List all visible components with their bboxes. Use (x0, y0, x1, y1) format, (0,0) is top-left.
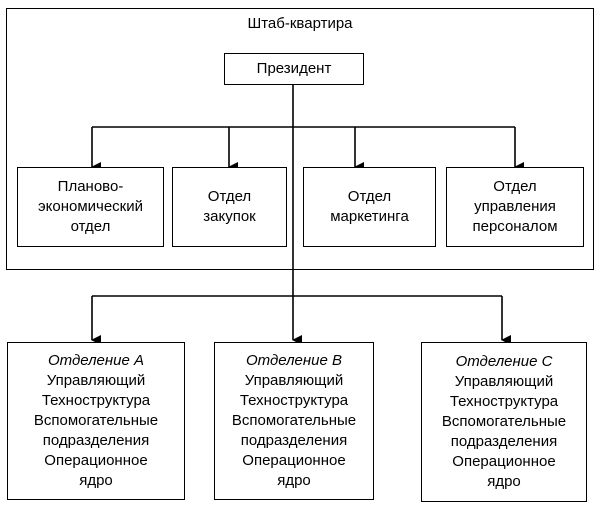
department-line: Планово- (57, 178, 124, 195)
division-a-box: Отделение A Управляющий Техноструктура В… (7, 342, 185, 500)
division-line: Операционное (242, 452, 346, 469)
division-line: Техноструктура (449, 393, 559, 410)
division-line: ядро (487, 473, 521, 490)
president-label: Президент (256, 60, 332, 77)
department-line: управления (474, 198, 556, 215)
department-hr-box: Отдел управления персоналом (446, 167, 584, 247)
division-line: ядро (79, 472, 113, 489)
department-purchasing-box: Отдел закупок (172, 167, 287, 247)
division-line: Техноструктура (41, 392, 151, 409)
division-line: ядро (277, 472, 311, 489)
division-name: Отделение B (245, 352, 343, 369)
division-line: подразделения (240, 432, 348, 449)
president-box: Президент (224, 53, 364, 85)
department-line: персоналом (472, 218, 558, 235)
division-name: Отделение C (455, 353, 553, 370)
division-line: Техноструктура (239, 392, 349, 409)
department-marketing-box: Отдел маркетинга (303, 167, 436, 247)
division-line: Управляющий (244, 372, 344, 389)
department-planning-box: Планово- экономический отдел (17, 167, 164, 247)
division-line: Управляющий (454, 373, 554, 390)
division-line: Операционное (44, 452, 148, 469)
division-line: подразделения (450, 433, 558, 450)
division-c-box: Отделение C Управляющий Техноструктура В… (421, 342, 587, 502)
division-name: Отделение A (47, 352, 145, 369)
division-line: Управляющий (46, 372, 146, 389)
division-line: Вспомогательные (33, 412, 159, 429)
department-line: маркетинга (330, 208, 409, 225)
department-line: Отдел (207, 188, 252, 205)
division-line: Вспомогательные (231, 412, 357, 429)
division-line: Операционное (452, 453, 556, 470)
department-line: экономический (37, 198, 144, 215)
headquarters-frame (6, 8, 594, 270)
division-line: подразделения (42, 432, 150, 449)
division-b-box: Отделение B Управляющий Техноструктура В… (214, 342, 374, 500)
department-line: отдел (70, 218, 111, 235)
headquarters-title: Штаб-квартира (247, 15, 353, 32)
department-line: закупок (203, 208, 256, 225)
department-line: Отдел (347, 188, 392, 205)
department-line: Отдел (493, 178, 537, 195)
division-line: Вспомогательные (441, 413, 567, 430)
